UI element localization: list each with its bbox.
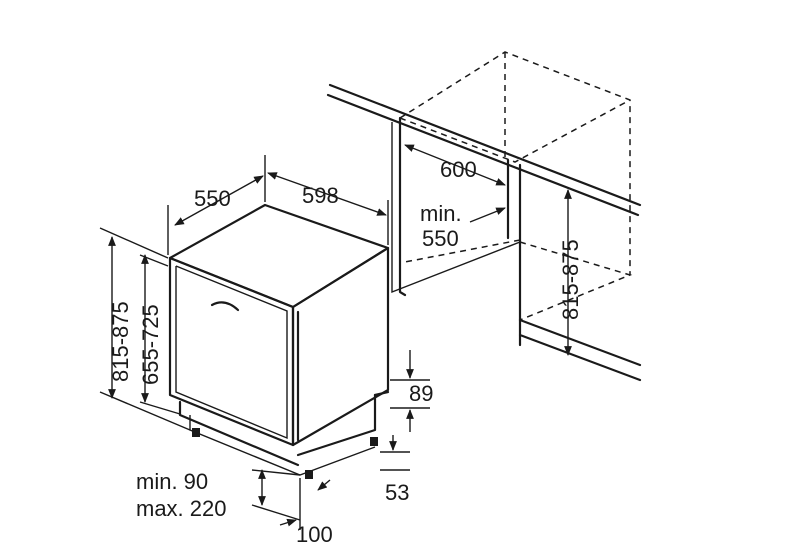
cabinet-depth-label: 600	[440, 157, 477, 182]
door-handle	[210, 301, 240, 312]
foot-front	[305, 470, 313, 479]
width-label: 598	[302, 183, 339, 208]
plinth-max-label: max. 220	[136, 496, 227, 521]
height-left-label: 815-875	[108, 301, 133, 382]
foot-dim-label: 53	[385, 480, 409, 505]
dimension-lines	[99, 144, 572, 530]
height-inner-label: 655-725	[138, 304, 163, 385]
door-dim-label: 89	[409, 381, 433, 406]
foot-right	[370, 437, 378, 446]
height-right-label: 815-875	[558, 239, 583, 320]
min-value-label: 550	[422, 226, 459, 251]
depth-label: 550	[194, 186, 231, 211]
plinth-depth-label: 100	[296, 522, 333, 547]
countertop-niche	[326, 51, 642, 382]
min-text-label: min.	[420, 201, 462, 226]
foot-left	[192, 428, 200, 437]
plinth-min-label: min. 90	[136, 469, 208, 494]
dishwasher-body	[168, 203, 390, 479]
